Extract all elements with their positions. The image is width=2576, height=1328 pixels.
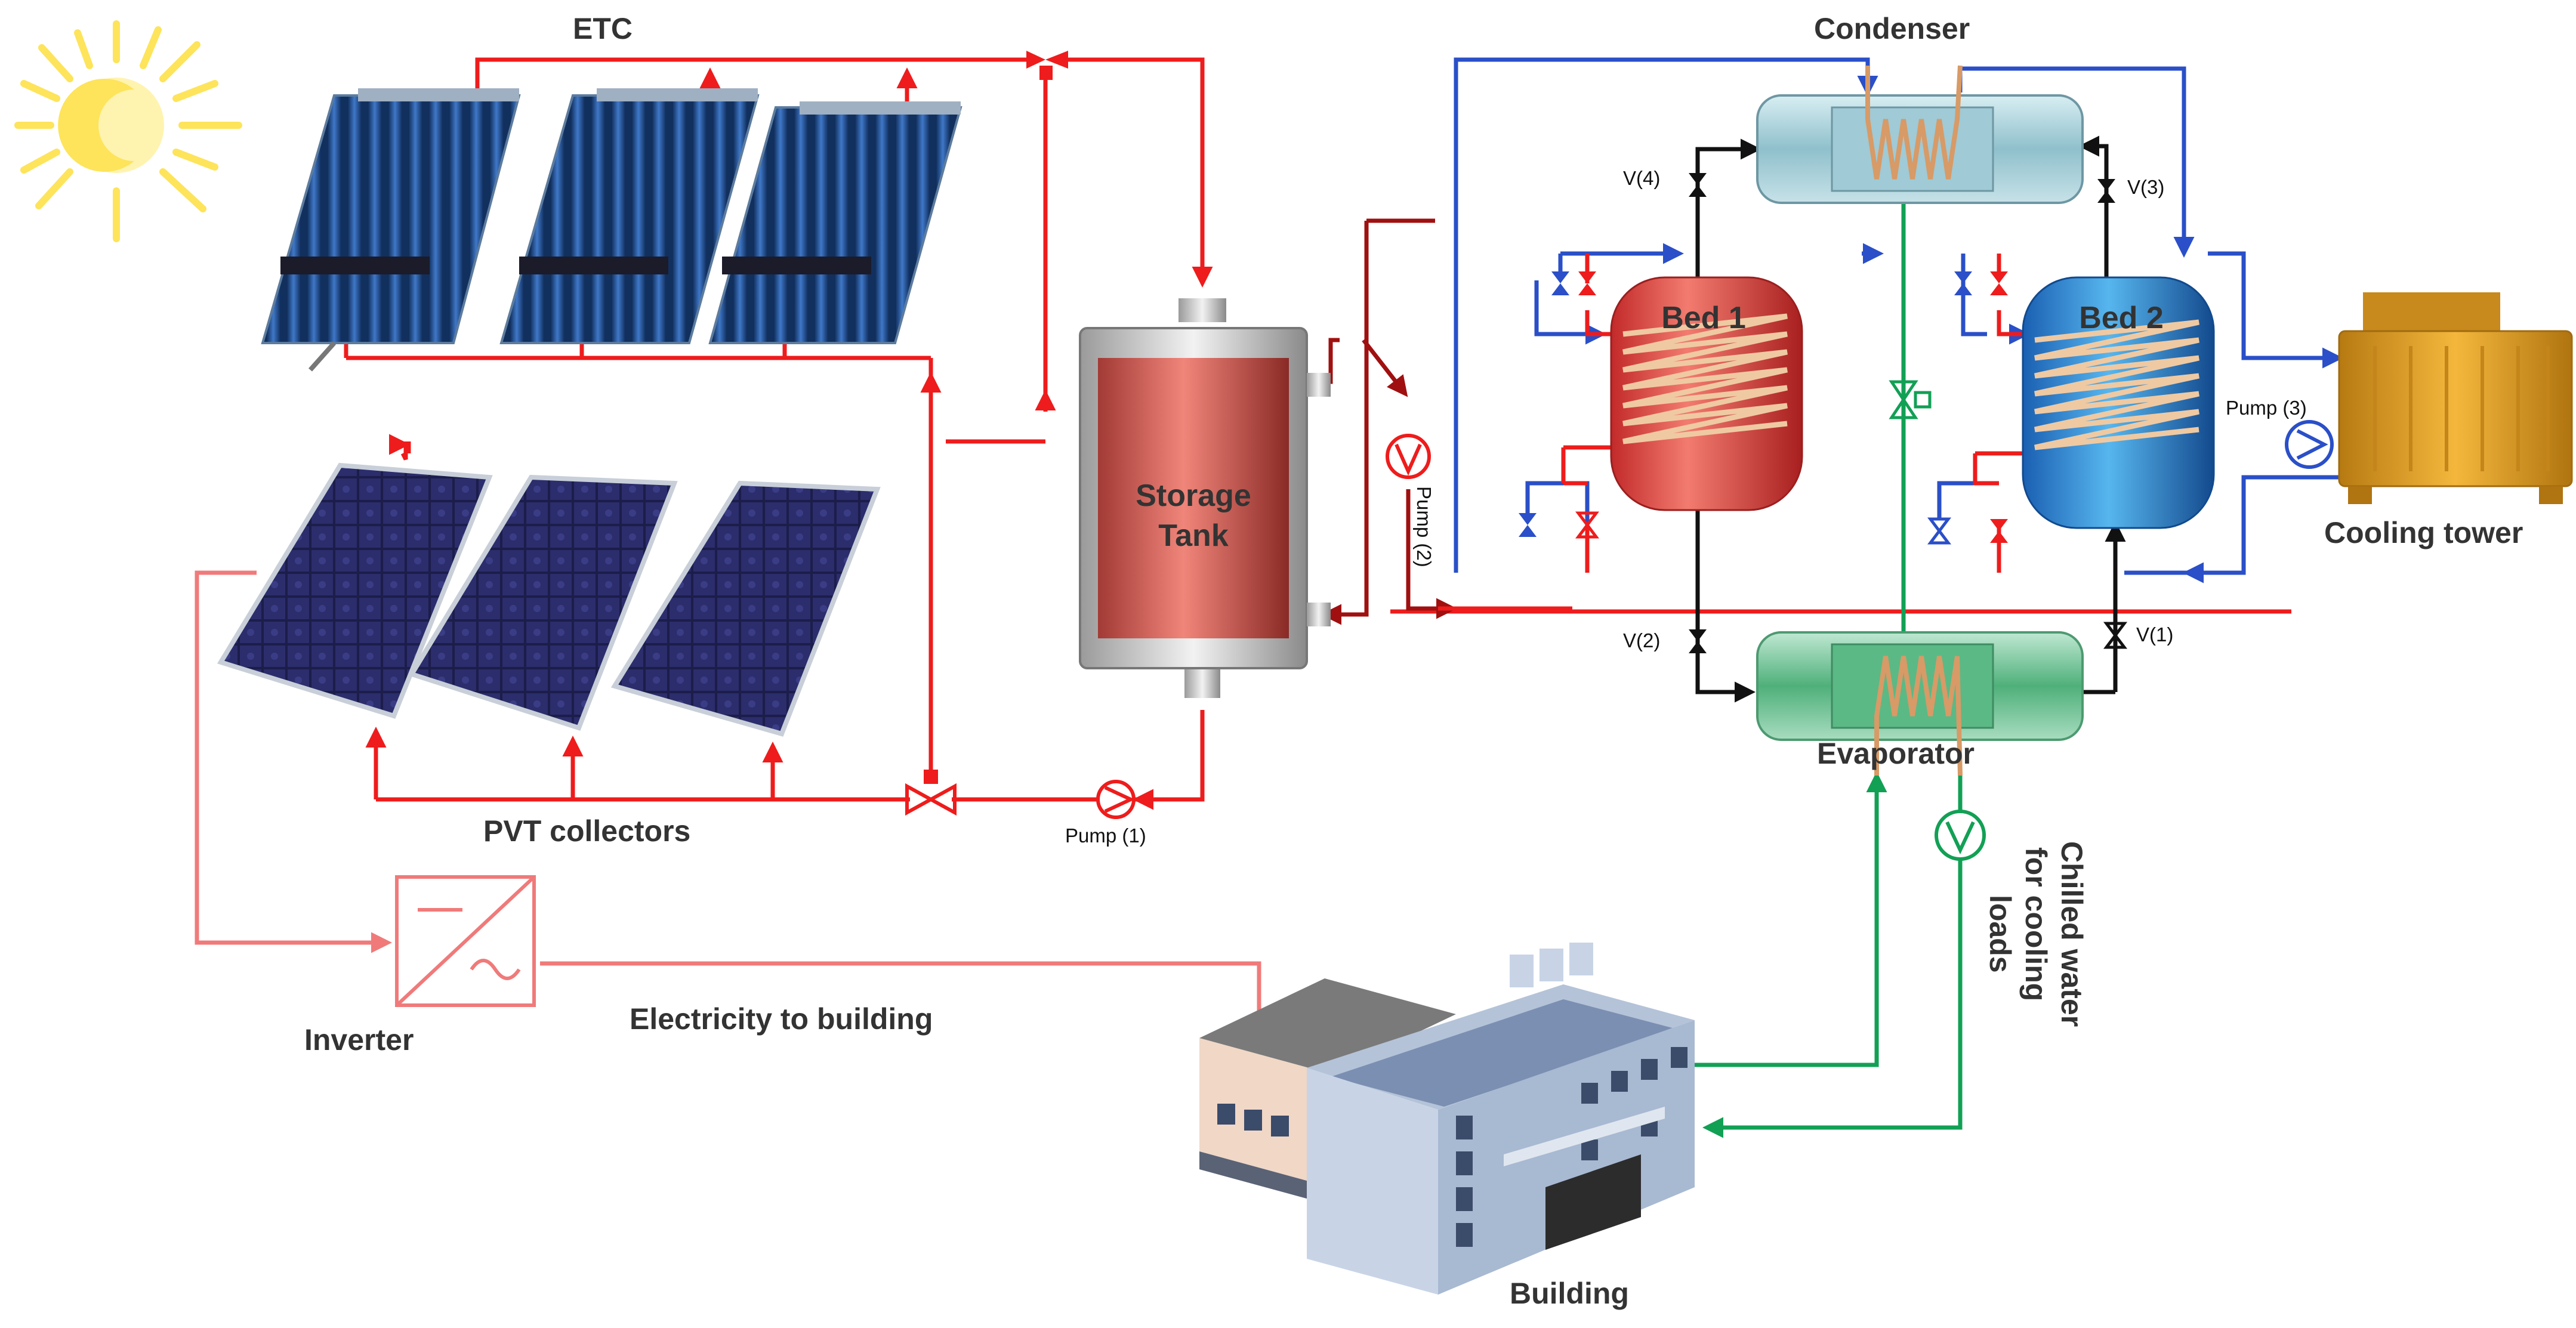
condenser (1756, 65, 2084, 204)
chilled-label-3: loads (1983, 895, 2017, 973)
evaporator (1756, 631, 2084, 776)
bed1-label: Bed 1 (1661, 301, 1746, 335)
three-way-valve-top[interactable] (1026, 51, 1068, 80)
valve-v1[interactable] (2103, 622, 2127, 649)
bed2-top-valves[interactable] (1954, 271, 2008, 295)
bed2-label: Bed 2 (2079, 301, 2164, 335)
valve-v3[interactable] (2097, 179, 2115, 203)
pump-2[interactable] (1386, 434, 1431, 479)
chilled-label-1: Chilled water (2055, 841, 2088, 1027)
storage-label-2: Tank (1158, 518, 1229, 553)
three-way-valve-bottom[interactable] (905, 770, 957, 816)
solar-hot-water-loop (335, 57, 1213, 810)
etc-collector-1 (261, 88, 521, 372)
valve-v4[interactable] (1689, 173, 1707, 197)
etc-collector-3 (708, 101, 962, 344)
pump3-label: Pump (3) (2226, 397, 2307, 419)
v2-label: V(2) (1623, 629, 1660, 651)
pvt-label: PVT collectors (483, 814, 690, 848)
sun-icon (14, 20, 242, 242)
storage-tank (1079, 298, 1331, 698)
evaporator-label: Evaporator (1817, 737, 1975, 770)
pvt-collector-3 (610, 480, 881, 737)
v1-label: V(1) (2136, 623, 2173, 646)
etc-collector-2 (499, 88, 760, 344)
adsorption-bed-2 (2022, 276, 2215, 529)
inverter-icon (395, 875, 536, 1007)
pvt-collector-2 (408, 474, 678, 731)
condenser-label: Condenser (1814, 12, 1970, 45)
v4-label: V(4) (1623, 167, 1660, 189)
bed2-bottom-valves[interactable] (1927, 517, 2008, 545)
cooling-tower (2338, 292, 2573, 504)
bed1-bottom-valves[interactable] (1519, 511, 1599, 539)
etc-label: ETC (573, 12, 633, 45)
pump2-label: Pump (2) (1413, 486, 1435, 567)
pump-1[interactable] (1096, 780, 1136, 819)
building-icon (1199, 943, 1695, 1295)
bed1-top-valves[interactable] (1551, 271, 1596, 295)
expansion-valve-green[interactable] (1889, 380, 1932, 419)
inverter-label: Inverter (304, 1023, 414, 1057)
adsorption-bed-1 (1610, 276, 1803, 511)
pvt-collector-1 (217, 462, 493, 719)
valve-v2[interactable] (1689, 629, 1707, 653)
storage-label-1: Storage (1136, 478, 1251, 513)
pump1-label: Pump (1) (1065, 824, 1146, 847)
pump-3[interactable] (2285, 420, 2334, 469)
building-label: Building (1510, 1277, 1629, 1310)
v3-label: V(3) (2127, 176, 2164, 198)
chilled-label-2: for cooling (2019, 847, 2053, 1001)
pump-chilled-water[interactable] (1935, 810, 1986, 861)
electricity-label: Electricity to building (630, 1002, 933, 1036)
cooling-tower-label: Cooling tower (2324, 516, 2523, 549)
